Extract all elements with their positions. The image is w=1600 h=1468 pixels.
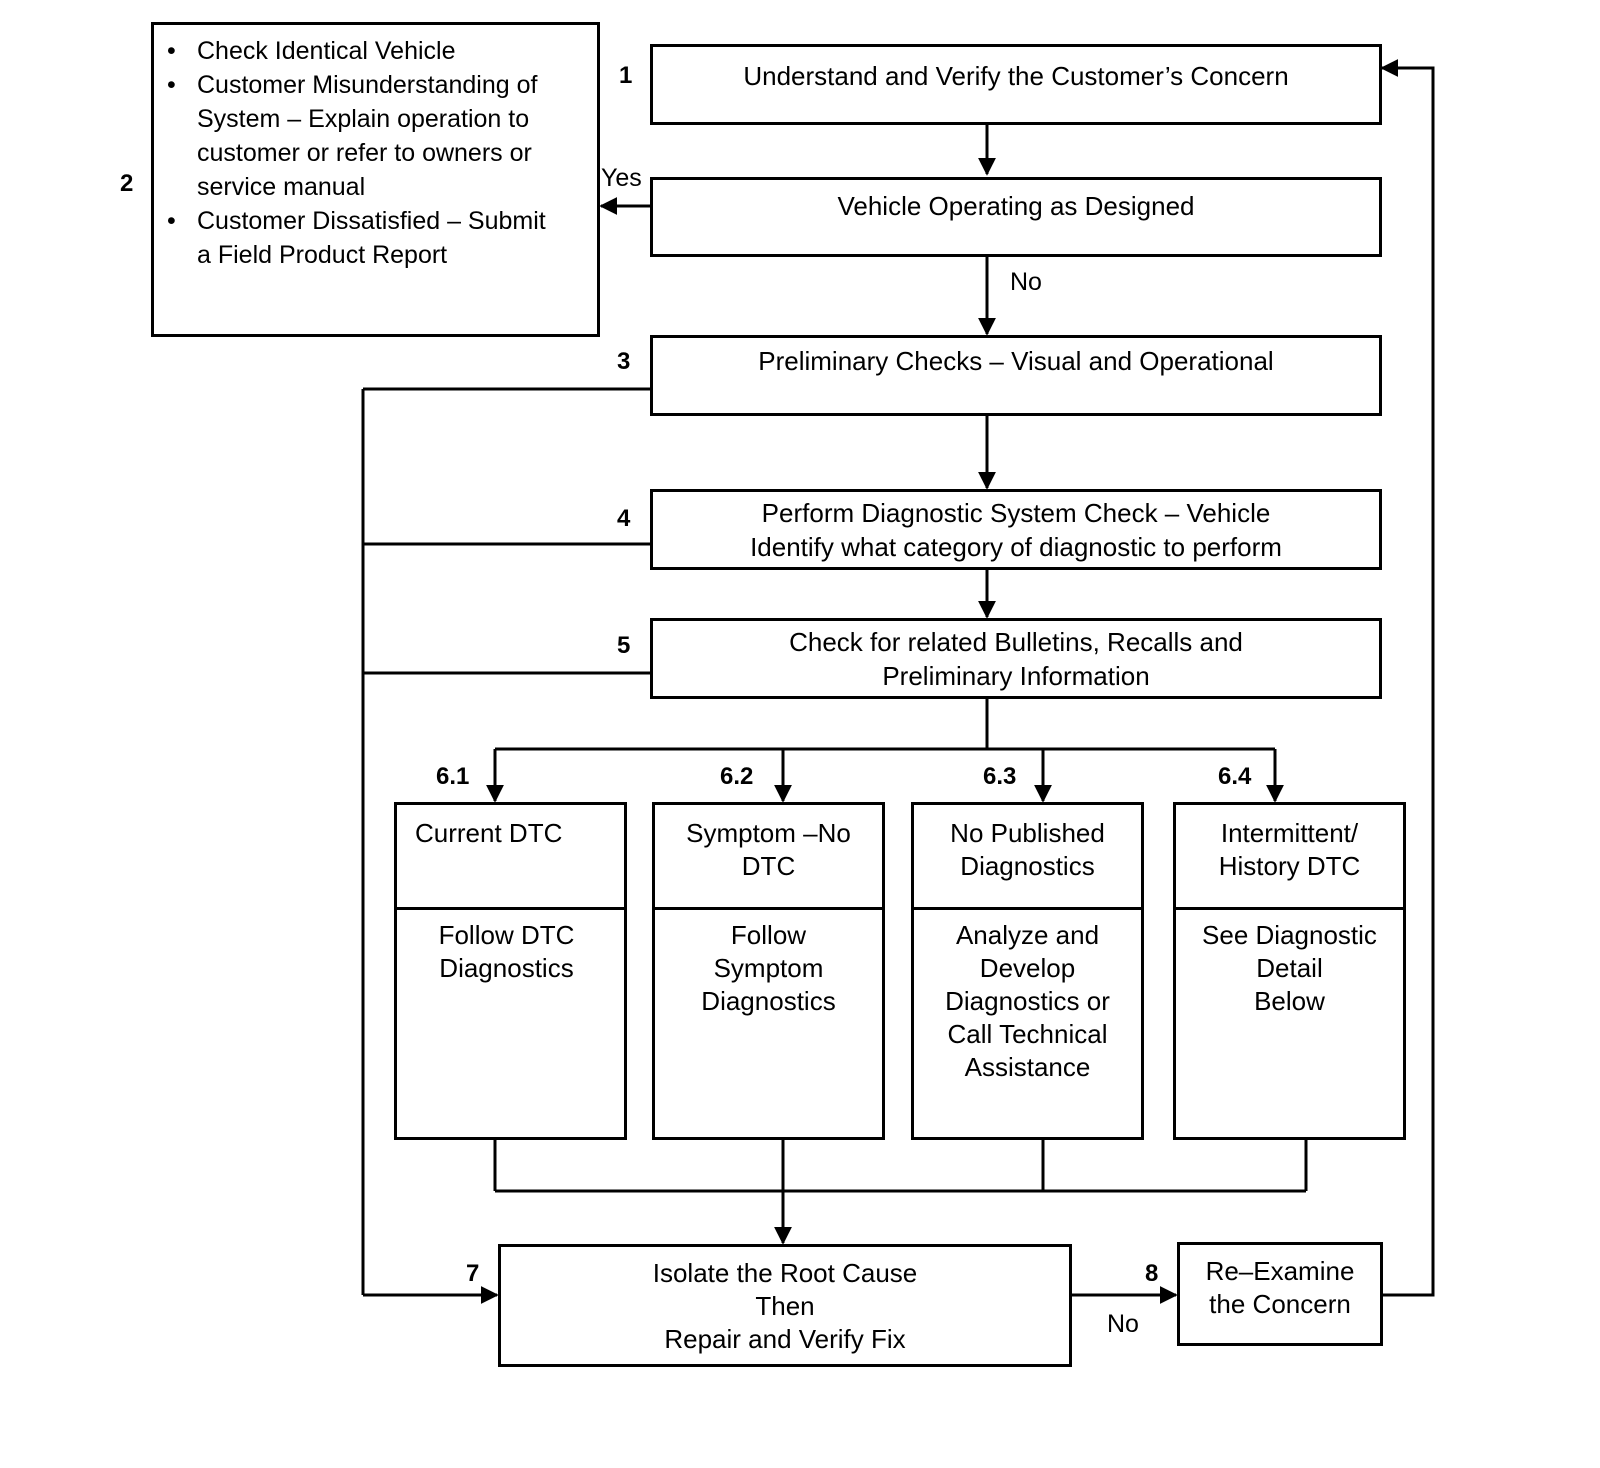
step-number-5: 5 [617,632,631,659]
notes-item: •Check Identical Vehicle [167,37,456,65]
branch-6-2-body: Follow Symptom Diagnostics [701,920,836,1016]
branch-6-1-divider [397,907,624,910]
notes-item: •Customer Dissatisfied – Submit a Field … [167,207,546,269]
notes-box [151,22,600,337]
step-4-box: Perform Diagnostic System Check – Vehicl… [650,489,1382,570]
no-label-1: No [1010,268,1042,296]
branch-6-3-box: No Published Diagnostics Analyze and Dev… [911,802,1144,1140]
loop-back-to-1 [1380,59,1435,1297]
branch-6-1-body: Follow DTC Diagnostics [438,920,575,983]
branch-6-1-box: Current DTC Follow DTC Diagnostics [394,802,627,1140]
branch-6-3-divider [914,907,1141,910]
step-number-7: 7 [466,1260,480,1287]
step-4-line-1: Perform Diagnostic System Check – Vehicl… [761,498,1271,528]
branch-6-3-title: No Published Diagnostics [950,818,1105,881]
step-8-box: Re–Examine the Concern [1177,1242,1383,1346]
step-number-3: 3 [617,348,631,375]
step-number-8: 8 [1145,1260,1159,1287]
branch-6-4-title: Intermittent/ History DTC [1218,818,1361,881]
step-number-6-4: 6.4 [1218,763,1252,790]
branch-6-4-divider [1176,907,1403,910]
branch-6-2-box: Symptom –No DTC Follow Symptom Diagnosti… [652,802,885,1140]
step-1-text: Understand and Verify the Customer’s Con… [743,61,1289,91]
branch-6-3-body: Analyze and Develop Diagnostics or Call … [945,920,1110,1082]
notes-list: •Check Identical Vehicle •Customer Misun… [165,34,546,272]
no-label-2: No [1107,1310,1139,1338]
step-number-6-3: 6.3 [983,763,1017,790]
notes-item: •Customer Misunderstanding of System – E… [167,71,538,201]
branch-6-4-body: See Diagnostic Detail Below [1202,920,1377,1016]
operating-as-designed-text: Vehicle Operating as Designed [837,191,1195,221]
step-number-1: 1 [619,62,633,89]
branch-6-1-title: Current DTC [415,818,563,848]
step-number-6-2: 6.2 [720,763,754,790]
branch-6-4-box: Intermittent/ History DTC See Diagnostic… [1173,802,1406,1140]
step-1-box: Understand and Verify the Customer’s Con… [650,44,1382,125]
step-5-line-2: Preliminary Information [882,661,1150,691]
yes-label: Yes [601,164,642,192]
step-number-4: 4 [617,505,631,532]
step-3-text: Preliminary Checks – Visual and Operatio… [758,346,1274,376]
step-4-line-2: Identify what category of diagnostic to … [750,532,1282,562]
step-7-box: Isolate the Root Cause Then Repair and V… [498,1244,1072,1367]
operating-as-designed-box: Vehicle Operating as Designed [650,177,1382,257]
step-5-box: Check for related Bulletins, Recalls and… [650,618,1382,699]
step-7-text: Isolate the Root Cause Then Repair and V… [652,1258,918,1354]
branch-6-2-divider [655,907,882,910]
step-8-text: Re–Examine the Concern [1205,1256,1355,1319]
step-3-box: Preliminary Checks – Visual and Operatio… [650,335,1382,416]
branch-6-2-title: Symptom –No DTC [686,818,851,881]
step-number-6-1: 6.1 [436,763,470,790]
step-5-line-1: Check for related Bulletins, Recalls and [789,627,1243,657]
step-number-2: 2 [120,170,134,197]
